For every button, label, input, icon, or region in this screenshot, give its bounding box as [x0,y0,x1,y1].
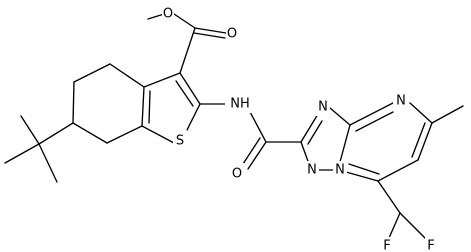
bond-c3a-n4 [349,102,394,126]
bond-tbu-methyl-2 [4,143,40,164]
bond-c3a-n4-double [355,111,394,132]
bond-c7-n8-double [348,163,380,175]
bond-c3a-c4 [109,63,145,88]
bond-s-c7a [141,125,175,144]
bond-c3-c2 [179,72,201,105]
bond-carbonyl-double-o-2 [193,32,226,39]
bond-amide-c-o-double [242,137,261,165]
fluorine-right-label: F [427,239,434,252]
bond-c7a-c3a [141,86,145,127]
bond-o-carbonyl-c [173,13,196,29]
bond-methyl-o [147,13,165,20]
bond-c3-c2-double [175,80,194,107]
bond-c7a-c3a-double [148,90,151,124]
bond-c3a-n8 [339,124,351,163]
bond-c5-methyl [431,105,464,124]
bond-carbonyl-double-o [194,27,227,34]
triazole-nitrogen-bottom-label: N [307,163,317,178]
bond-chf2-f-right [399,212,426,239]
bond-c5-c6-double [411,122,426,158]
bonds [4,13,464,239]
bond-carbonyl-c3 [179,27,196,74]
bond-c2t-n3-double [307,120,323,145]
bond-c4-c5 [73,63,111,83]
amide-oxygen-label: O [232,167,242,182]
pyrimidine-nitrogen-label: N [396,94,406,109]
bond-c7-c7a [106,125,143,144]
bond-c5-c6 [417,122,433,161]
bond-c5-c6 [72,81,75,124]
bond-c7-n8 [345,171,379,182]
triazole-nitrogen-top-label: N [318,100,328,115]
ester-carbonyl-oxygen-label: O [227,27,237,42]
bond-chf2-f-left [388,212,401,239]
bond-n1-c2t [300,141,310,165]
bond-tbu-methyl-1 [20,115,40,145]
atom-labels: O O S NH O N N N N F F [162,5,438,252]
bond-c2t-n3 [300,113,319,143]
ester-alkoxy-oxygen-label: O [163,7,173,22]
bond-c6-c7 [72,122,108,144]
bond-nh-amide-c [248,109,267,143]
bond-tbu-methyl-3 [38,143,58,183]
bond-n3-c3a [329,107,351,126]
amide-nh-label: NH [230,97,250,112]
fluorine-left-label: F [383,239,390,252]
bond-c6-c7 [377,159,419,182]
bond-amide-c-o [247,141,267,170]
thiophene-sulfur-label: S [176,134,184,149]
bond-c6-tbu-c [38,122,74,145]
bridgehead-nitrogen-label: N [335,163,345,178]
bond-c7-chf2 [377,180,401,214]
bond-c3a-c3 [143,72,181,88]
bond-n4-c5 [409,102,433,124]
